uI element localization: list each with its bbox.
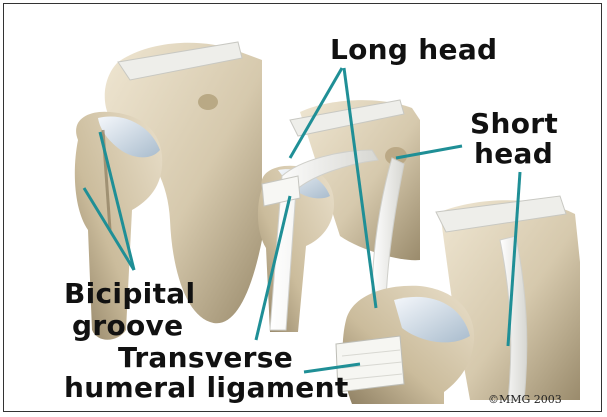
copyright-text: ©MMG 2003 bbox=[488, 394, 562, 405]
short-head-label-line2: head bbox=[474, 140, 553, 168]
transverse-ligament-label-line1: Transverse bbox=[118, 344, 293, 372]
long-head-label: Long head bbox=[330, 36, 497, 64]
transverse-ligament-label-line2: humeral ligament bbox=[64, 374, 349, 402]
bicipital-groove-label-line2: groove bbox=[72, 312, 183, 340]
short-head-label-line1: Short bbox=[470, 110, 558, 138]
left-coracoid bbox=[198, 94, 218, 110]
bicipital-groove-label-line1: Bicipital bbox=[64, 280, 195, 308]
